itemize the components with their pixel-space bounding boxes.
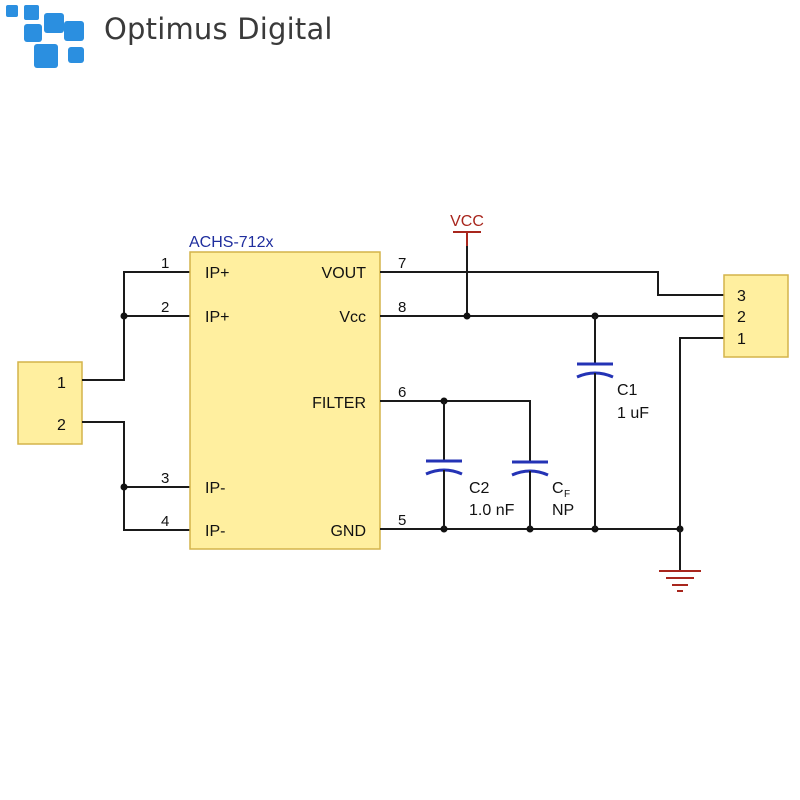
pin-number: 7: [398, 255, 406, 272]
vcc-label: VCC: [450, 213, 484, 230]
c1-name: C1: [617, 382, 638, 399]
pin-number: 1: [161, 255, 169, 272]
pixel-logo-icon: [6, 5, 84, 68]
brand-name: Optimus Digital: [104, 12, 333, 46]
junction-dot: [463, 312, 471, 320]
capacitor-c1: C1 1 uF: [576, 316, 649, 529]
junction-dot: [120, 483, 128, 491]
vcc-supply: VCC: [450, 213, 484, 316]
right-connector-pin-2: 2: [737, 309, 746, 326]
c1-value: 1 uF: [617, 405, 649, 422]
right-connector: 3 2 1: [723, 274, 789, 358]
ground-icon: [659, 570, 701, 592]
pin-number: 8: [398, 299, 406, 316]
pin-label: IP+: [205, 309, 229, 326]
capacitor-c2: C2 1.0 nF: [425, 401, 515, 529]
pin-number: 4: [161, 513, 169, 530]
right-connector-pin-3: 3: [737, 288, 746, 305]
cf-value: NP: [552, 502, 574, 519]
brand-logo: Optimus Digital: [0, 0, 333, 80]
pin-label: IP+: [205, 265, 229, 282]
chip-part-label: ACHS-712x: [189, 234, 273, 251]
junction-dot: [120, 312, 128, 320]
pin-number: 6: [398, 384, 406, 401]
cf-name: C: [552, 480, 564, 497]
pin-label: IP-: [205, 523, 225, 540]
c2-value: 1.0 nF: [469, 502, 515, 519]
pin-label: FILTER: [312, 395, 366, 412]
chip-achs712: ACHS-712x 1 2 3 4 IP+ IP+ IP- IP- VOUT V…: [161, 234, 406, 550]
left-wiring: [82, 271, 190, 531]
right-connector-pin-1: 1: [737, 331, 746, 348]
pin-number: 2: [161, 299, 169, 316]
pin-label: IP-: [205, 480, 225, 497]
pin-number: 3: [161, 470, 169, 487]
pin-label: GND: [330, 523, 366, 540]
pin-label: Vcc: [339, 309, 366, 326]
pin-number: 5: [398, 512, 406, 529]
left-connector-pin-2: 2: [57, 417, 66, 434]
left-connector: 1 2: [17, 361, 83, 445]
cf-subscript: F: [564, 489, 570, 500]
left-connector-pin-1: 1: [57, 375, 66, 392]
pin-label: VOUT: [322, 265, 367, 282]
c2-name: C2: [469, 480, 490, 497]
capacitor-cf: C F NP: [511, 460, 574, 529]
right-wiring: [380, 271, 724, 570]
